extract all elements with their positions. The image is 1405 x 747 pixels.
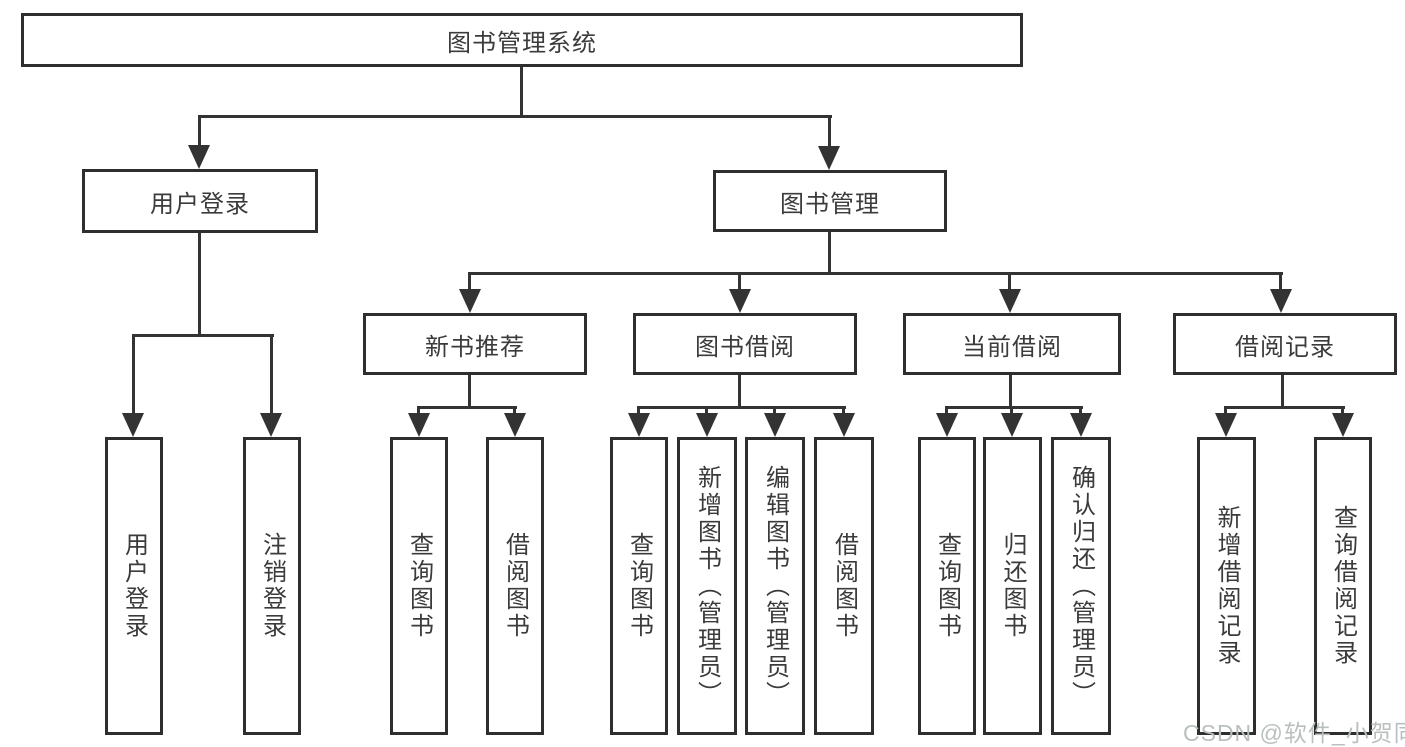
connector-line [132, 334, 274, 337]
arrowhead [188, 145, 210, 169]
leaf-query-borrow-record: 查询借阅记录 [1314, 437, 1372, 735]
connector-line [417, 406, 517, 409]
arrowhead [696, 413, 718, 437]
connector-line [828, 115, 831, 148]
connector-line [738, 272, 741, 294]
leaf-logout: 注销登录 [243, 437, 301, 735]
connector-line [468, 375, 471, 409]
arrowhead [818, 146, 840, 170]
connector-line [198, 233, 201, 337]
leaf-add-books-admin: 新增图书（管理员） [677, 437, 737, 735]
arrowhead [122, 413, 144, 437]
node-book-management: 图书管理 [713, 170, 947, 232]
leaf-user-login: 用户登录 [105, 437, 163, 735]
arrowhead [1215, 413, 1237, 437]
leaf-add-borrow-record: 新增借阅记录 [1197, 437, 1256, 735]
arrowhead [1001, 413, 1023, 437]
leaf-return-books: 归还图书 [983, 437, 1042, 735]
arrowhead [260, 413, 282, 437]
connector-line [945, 406, 1083, 409]
arrowhead [764, 413, 786, 437]
connector-line [1279, 272, 1282, 294]
connector-line [1009, 375, 1012, 409]
connector-line [198, 115, 201, 147]
connector-line [198, 115, 832, 118]
connector-line [469, 272, 1283, 275]
connector-line [270, 334, 273, 416]
connector-line [828, 232, 831, 275]
leaf-borrow-books-recommend: 借阅图书 [486, 437, 544, 735]
connector-line [705, 406, 708, 416]
arrowhead [628, 413, 650, 437]
connector-line [417, 406, 420, 416]
connector-line [513, 406, 516, 416]
connector-line [468, 272, 471, 294]
leaf-borrow-books: 借阅图书 [814, 437, 874, 735]
leaf-confirm-return-admin: 确认归还（管理员） [1051, 437, 1111, 735]
leaf-query-books-borrowing: 查询图书 [610, 437, 668, 735]
connector-line [773, 406, 776, 416]
connector-line [1224, 406, 1345, 409]
connector-line [1341, 406, 1344, 416]
node-user-login: 用户登录 [82, 169, 318, 233]
connector-line [520, 67, 523, 117]
arrowhead [459, 289, 481, 313]
connector-line [1224, 406, 1227, 416]
csdn-watermark: CSDN @软件_小贺同学 [1183, 720, 1405, 746]
node-current-borrowing: 当前借阅 [903, 313, 1121, 375]
connector-line [132, 334, 135, 416]
arrowhead [504, 413, 526, 437]
leaf-query-books-recommend: 查询图书 [390, 437, 448, 735]
node-borrow-records: 借阅记录 [1173, 313, 1397, 375]
node-book-borrowing: 图书借阅 [633, 313, 857, 375]
arrowhead [936, 413, 958, 437]
connector-line [637, 406, 846, 409]
arrowhead [1270, 289, 1292, 313]
arrowhead [408, 413, 430, 437]
connector-line [738, 375, 741, 409]
connector-line [637, 406, 640, 416]
connector-line [1281, 375, 1284, 409]
arrowhead [729, 289, 751, 313]
node-library-system: 图书管理系统 [21, 13, 1023, 67]
node-new-book-recommend: 新书推荐 [363, 313, 587, 375]
connector-line [842, 406, 845, 416]
arrowhead [999, 289, 1021, 313]
connector-line [1079, 406, 1082, 416]
leaf-query-books-current: 查询图书 [918, 437, 976, 735]
arrowhead [1332, 413, 1354, 437]
arrowhead [833, 413, 855, 437]
connector-line [1010, 406, 1013, 416]
leaf-edit-books-admin: 编辑图书（管理员） [745, 437, 805, 735]
arrowhead [1070, 413, 1092, 437]
connector-line [1008, 272, 1011, 294]
connector-line [945, 406, 948, 416]
